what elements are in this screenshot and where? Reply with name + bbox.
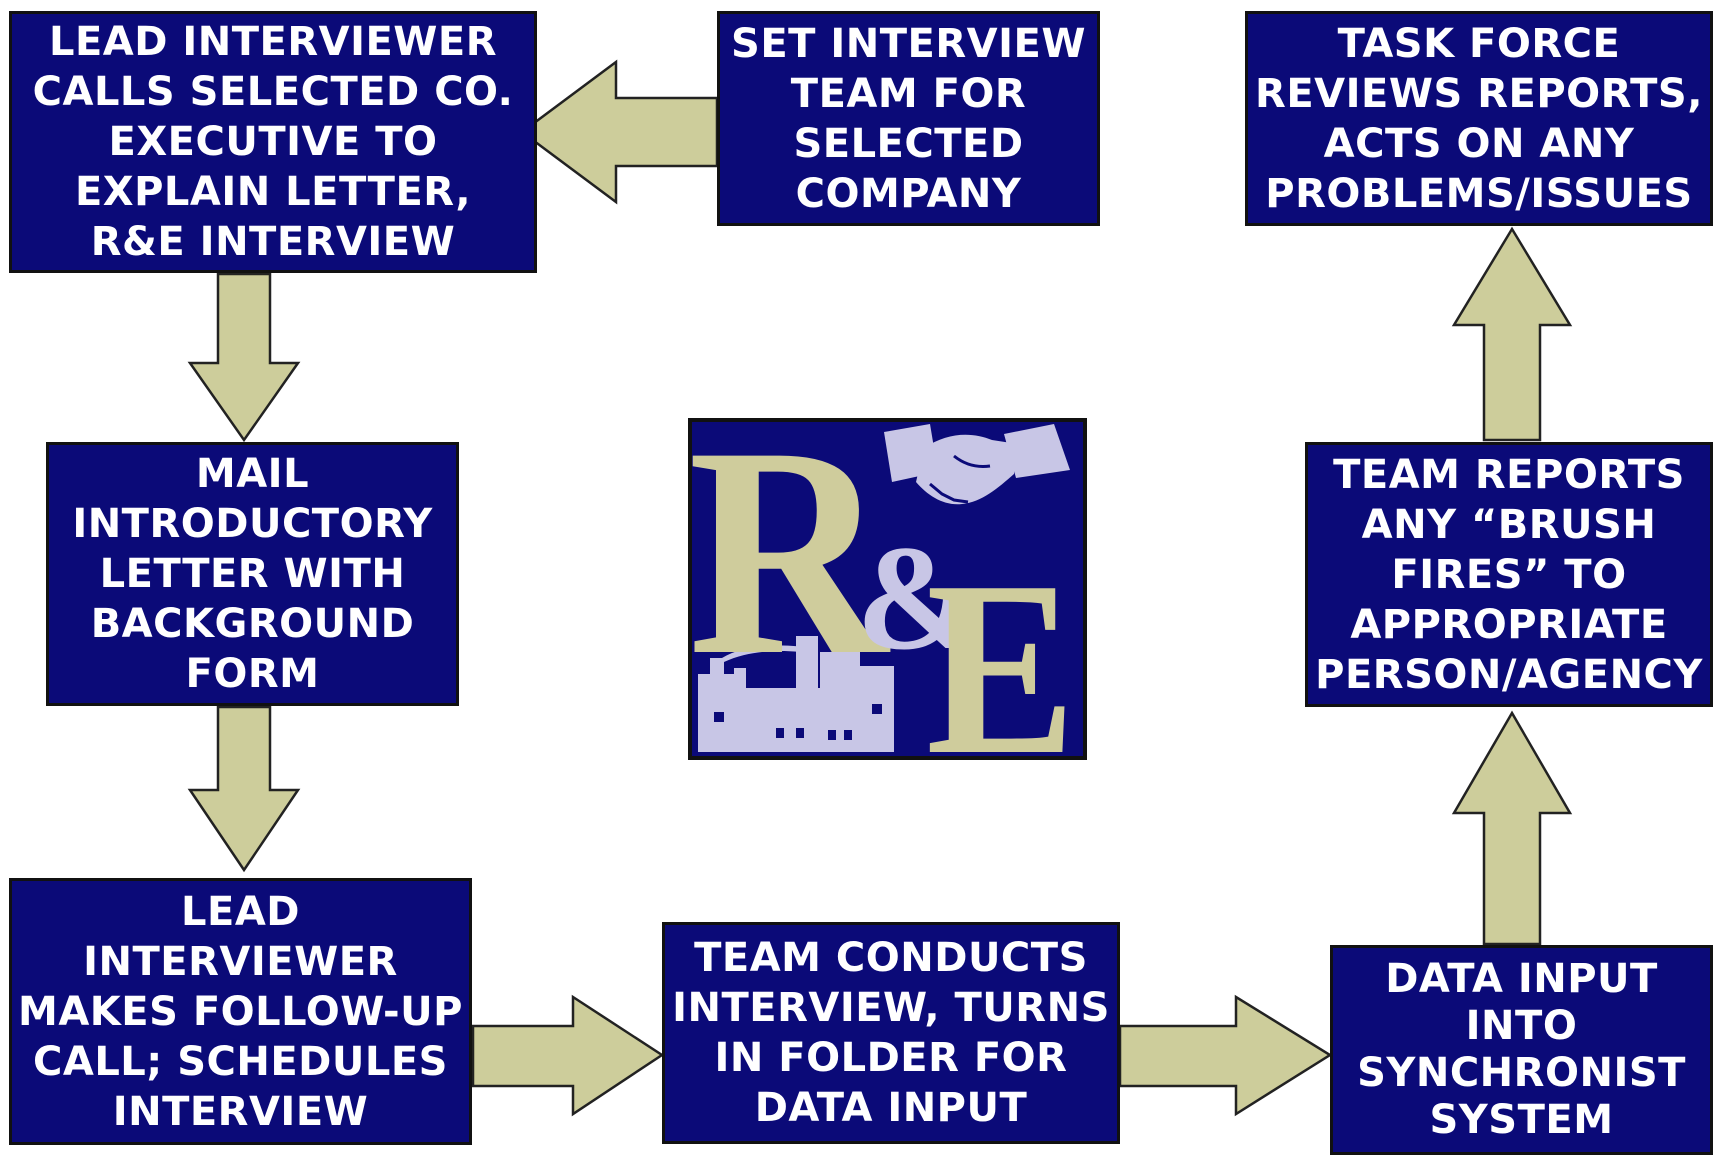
step-line: EXPLAIN LETTER, [74, 169, 472, 215]
step-line: TASK FORCE [1337, 20, 1621, 67]
step-lead-calls-text: LEAD INTERVIEWER CALLS SELECTED CO. EXEC… [33, 17, 514, 267]
step-line: INTRODUCTORY [72, 501, 433, 547]
step-line: FORM [185, 651, 320, 697]
step-line: MAKES FOLLOW-UP [18, 988, 463, 1035]
step-line: SYSTEM [1429, 1097, 1614, 1143]
step-line: INTERVIEWER [83, 938, 398, 985]
step-line: MAIL [195, 451, 310, 497]
arrow-down-to-mail-letter [187, 272, 301, 443]
step-data-input-text: DATA INPUT INTO SYNCHRONIST SYSTEM [1357, 956, 1686, 1144]
step-mail-letter-box: MAIL INTRODUCTORY LETTER WITH BACKGROUND… [46, 442, 459, 706]
step-line: COMPANY [795, 170, 1022, 217]
logo-ampersand: & [856, 515, 981, 681]
step-lead-calls-box: LEAD INTERVIEWER CALLS SELECTED CO. EXEC… [9, 11, 537, 273]
step-line: IN FOLDER FOR [714, 1035, 1068, 1081]
arrow-left-to-lead-calls [519, 59, 719, 205]
step-line: SYNCHRONIST [1357, 1050, 1686, 1096]
step-line: LETTER WITH [99, 551, 406, 597]
step-line: LEAD INTERVIEWER [48, 19, 498, 65]
r-and-e-logo: R & E [688, 385, 1087, 807]
step-line: APPROPRIATE [1350, 601, 1668, 648]
step-task-force-box: TASK FORCE REVIEWS REPORTS, ACTS ON ANY … [1245, 11, 1713, 226]
step-conducts-text: TEAM CONDUCTS INTERVIEW, TURNS IN FOLDER… [672, 933, 1110, 1133]
step-line: CALL; SCHEDULES [33, 1038, 448, 1085]
arrow-right-to-data-input [1118, 994, 1333, 1117]
step-line: EXECUTIVE TO [108, 119, 438, 165]
step-team-reports-text: TEAM REPORTS ANY “BRUSH FIRES” TO APPROP… [1315, 450, 1703, 700]
arrow-right-to-conducts [471, 994, 665, 1117]
step-line: TEAM CONDUCTS [694, 935, 1088, 981]
step-follow-up-box: LEAD INTERVIEWER MAKES FOLLOW-UP CALL; S… [9, 878, 472, 1145]
step-line: LEAD [181, 888, 300, 935]
step-line: FIRES” TO [1391, 551, 1627, 598]
arrow-up-to-task-force [1451, 226, 1573, 442]
step-set-team-text: SET INTERVIEW TEAM FOR SELECTED COMPANY [731, 19, 1086, 219]
step-mail-letter-text: MAIL INTRODUCTORY LETTER WITH BACKGROUND… [72, 449, 432, 699]
step-line: BACKGROUND [90, 601, 415, 647]
step-line: PERSON/AGENCY [1315, 651, 1703, 698]
step-line: TEAM FOR [790, 70, 1027, 117]
step-set-team-box: SET INTERVIEW TEAM FOR SELECTED COMPANY [717, 11, 1100, 226]
step-line: TEAM REPORTS [1333, 451, 1685, 498]
handshake-icon [884, 424, 1070, 505]
r-and-e-logo-graphic: R & E [688, 385, 1076, 807]
step-line: INTERVIEW, TURNS [672, 985, 1110, 1031]
step-line: INTERVIEW [112, 1088, 369, 1135]
step-line: SET INTERVIEW [731, 20, 1086, 67]
step-line: PROBLEMS/ISSUES [1265, 170, 1693, 217]
step-conducts-box: TEAM CONDUCTS INTERVIEW, TURNS IN FOLDER… [662, 922, 1120, 1144]
step-task-force-text: TASK FORCE REVIEWS REPORTS, ACTS ON ANY … [1255, 19, 1703, 219]
step-data-input-box: DATA INPUT INTO SYNCHRONIST SYSTEM [1330, 945, 1713, 1155]
step-line: SELECTED [793, 120, 1024, 167]
logo-letter-r: R [692, 422, 891, 717]
logo-letter-e: E [926, 530, 1076, 756]
factory-icon [698, 636, 894, 752]
step-line: CALLS SELECTED CO. [32, 69, 514, 115]
step-line: INTO [1465, 1003, 1578, 1049]
step-line: DATA INPUT [1385, 956, 1658, 1002]
step-line: ACTS ON ANY [1323, 120, 1635, 167]
arrow-down-to-follow-up [187, 705, 301, 873]
step-line: R&E INTERVIEW [90, 219, 456, 265]
arrow-up-to-team-reports [1451, 710, 1573, 946]
step-follow-up-text: LEAD INTERVIEWER MAKES FOLLOW-UP CALL; S… [18, 887, 463, 1137]
step-line: REVIEWS REPORTS, [1255, 70, 1703, 117]
step-line: DATA INPUT [754, 1085, 1028, 1131]
step-team-reports-box: TEAM REPORTS ANY “BRUSH FIRES” TO APPROP… [1305, 442, 1713, 707]
step-line: ANY “BRUSH [1361, 501, 1657, 548]
